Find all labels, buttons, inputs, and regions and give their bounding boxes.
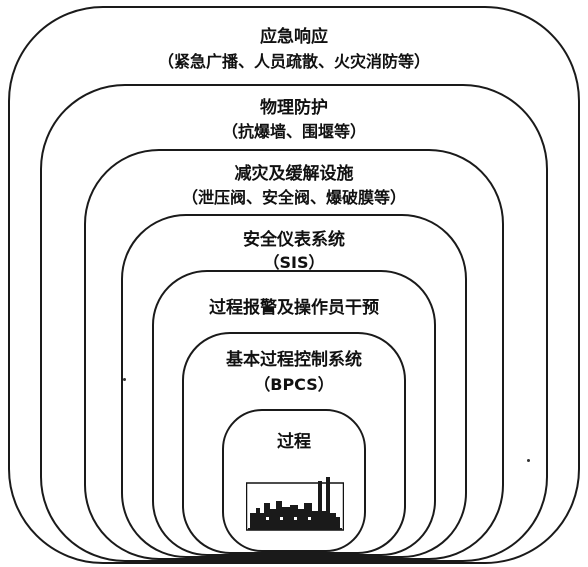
layer-emergency-response-title: 应急响应	[260, 27, 328, 47]
layer-sis	[121, 214, 467, 558]
layer-sis-subtitle: （SIS）	[263, 253, 325, 272]
layer-bpcs-title: 基本过程控制系统	[226, 350, 362, 370]
scan-dot	[527, 459, 530, 462]
factory-icon	[246, 477, 344, 531]
layer-physical-protection-subtitle: （抗爆墙、围堰等）	[221, 122, 366, 141]
layer-sis-title: 安全仪表系统	[243, 230, 345, 250]
layer-physical-protection-title: 物理防护	[260, 98, 328, 118]
scan-dot	[123, 378, 126, 381]
layer-emergency-response-subtitle: （紧急广播、人员疏散、火灾消防等）	[157, 52, 430, 71]
layer-mitigation-facilities	[84, 149, 504, 560]
layer-emergency-response	[8, 6, 580, 564]
layer-bpcs-subtitle: （BPCS）	[254, 375, 334, 394]
layer-mitigation-facilities-subtitle: （泄压阀、安全阀、爆破膜等）	[181, 188, 406, 207]
layer-process-title: 过程	[277, 432, 311, 452]
layer-alarm-operator	[152, 270, 436, 556]
layer-process	[222, 409, 366, 552]
layer-bpcs	[182, 332, 406, 554]
layer-physical-protection	[40, 84, 548, 562]
layer-mitigation-facilities-title: 减灾及缓解设施	[234, 164, 354, 184]
layer-alarm-operator-title: 过程报警及操作员干预	[209, 298, 379, 318]
